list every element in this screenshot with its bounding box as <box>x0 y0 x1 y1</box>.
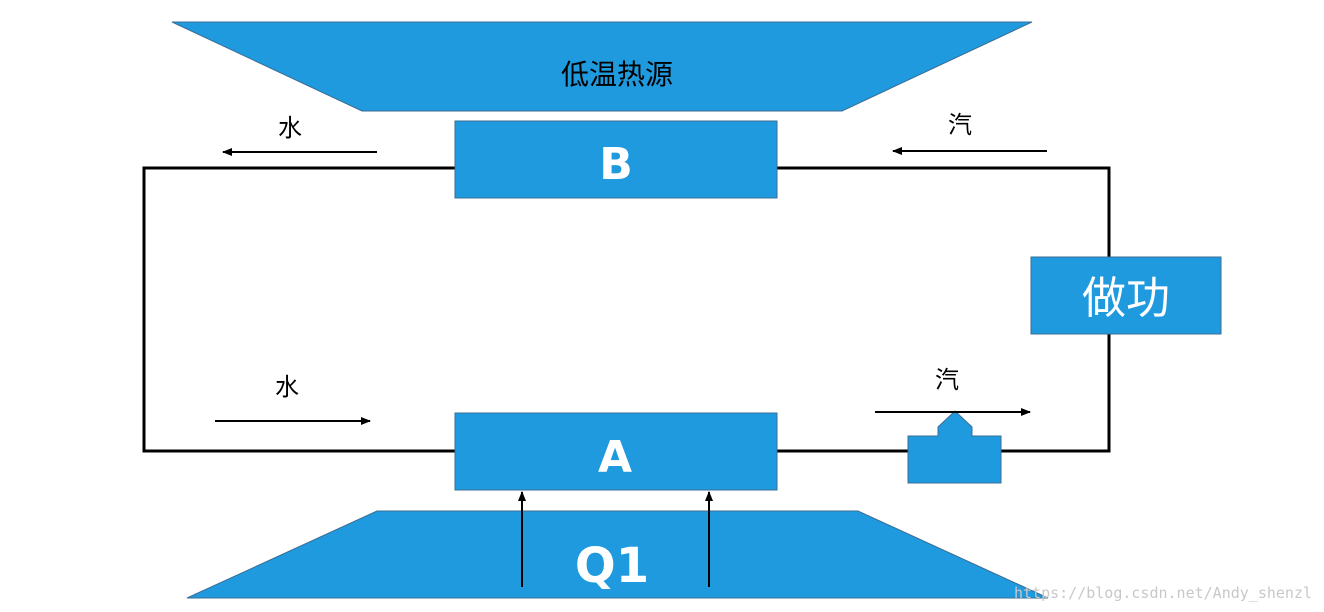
water-label-top: 水 <box>278 114 302 142</box>
box-a-label: A <box>598 432 632 483</box>
cycle-loop-line-right-bottom <box>1000 334 1111 453</box>
cycle-loop-line-right-top <box>777 166 1111 257</box>
pump-up-arrow-shape <box>907 410 1002 484</box>
steam-label-top: 汽 <box>948 111 972 139</box>
steam-label-bottom: 汽 <box>935 366 959 394</box>
cycle-loop-line <box>142 166 455 453</box>
water-label-bottom: 水 <box>275 373 299 401</box>
work-box <box>1030 256 1222 335</box>
boiler-box-a <box>454 412 778 491</box>
work-label: 做功 <box>1082 273 1170 324</box>
hot-source-label: Q1 <box>575 538 649 594</box>
box-b-label: B <box>599 139 633 190</box>
condenser-box-b <box>454 120 778 199</box>
cold-source-label: 低温热源 <box>561 58 673 91</box>
cold-source-shape <box>171 21 1033 112</box>
hot-source-shape <box>186 510 1049 599</box>
watermark-text: https://blog.csdn.net/Andy_shenzl <box>1014 584 1312 602</box>
